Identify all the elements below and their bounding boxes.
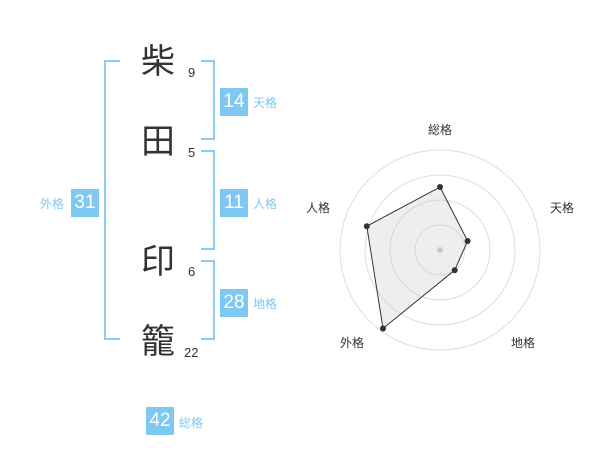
radar-point-1 — [437, 184, 443, 190]
jinkaku-value: 11 — [220, 189, 248, 217]
radar-point-4 — [380, 325, 386, 332]
stroke-count-2: 5 — [188, 145, 196, 160]
tenkaku-label: 天格 — [253, 96, 278, 110]
chikaku-label: 地格 — [253, 297, 278, 311]
name-char-3: 印 — [141, 242, 175, 282]
radar-point-2 — [464, 238, 471, 244]
radar-ring-2 — [389, 199, 491, 301]
radar-center-dot — [437, 247, 443, 253]
name-char-1: 柴 — [141, 42, 175, 82]
radar-ring-3 — [364, 174, 516, 326]
stroke-count-4: 22 — [184, 345, 199, 360]
radar-point-3 — [451, 267, 458, 274]
stroke-count-1: 9 — [188, 65, 196, 80]
soukaku-value: 42 — [146, 407, 174, 435]
radar-label-soukaku: 総格 — [428, 123, 453, 137]
chikaku-value: 28 — [220, 289, 248, 317]
gaikaku-label: 外格 — [40, 197, 65, 211]
chikaku-bracket — [201, 260, 215, 340]
tenkaku-value: 14 — [220, 88, 248, 116]
stroke-count-3: 6 — [188, 264, 196, 279]
radar-series-area — [366, 186, 469, 330]
radar-point-5 — [363, 223, 370, 230]
jinkaku-label: 人格 — [253, 197, 278, 211]
radar-label-jinkaku: 人格 — [306, 201, 331, 215]
fortune-radar-chart — [339, 149, 541, 351]
radar-label-chikaku: 地格 — [511, 336, 536, 350]
radar-ring-4 — [339, 149, 541, 351]
radar-label-gaikaku: 外格 — [340, 336, 365, 350]
name-char-2: 田 — [141, 122, 175, 162]
tenkaku-bracket — [201, 60, 215, 140]
name-char-4: 籠 — [141, 322, 175, 362]
gaikaku-bracket — [104, 60, 120, 340]
soukaku-label: 総格 — [179, 416, 204, 430]
radar-label-tenkaku: 天格 — [550, 201, 575, 215]
jinkaku-bracket — [201, 150, 215, 250]
radar-ring-1 — [414, 224, 466, 276]
gaikaku-value: 31 — [71, 189, 99, 217]
